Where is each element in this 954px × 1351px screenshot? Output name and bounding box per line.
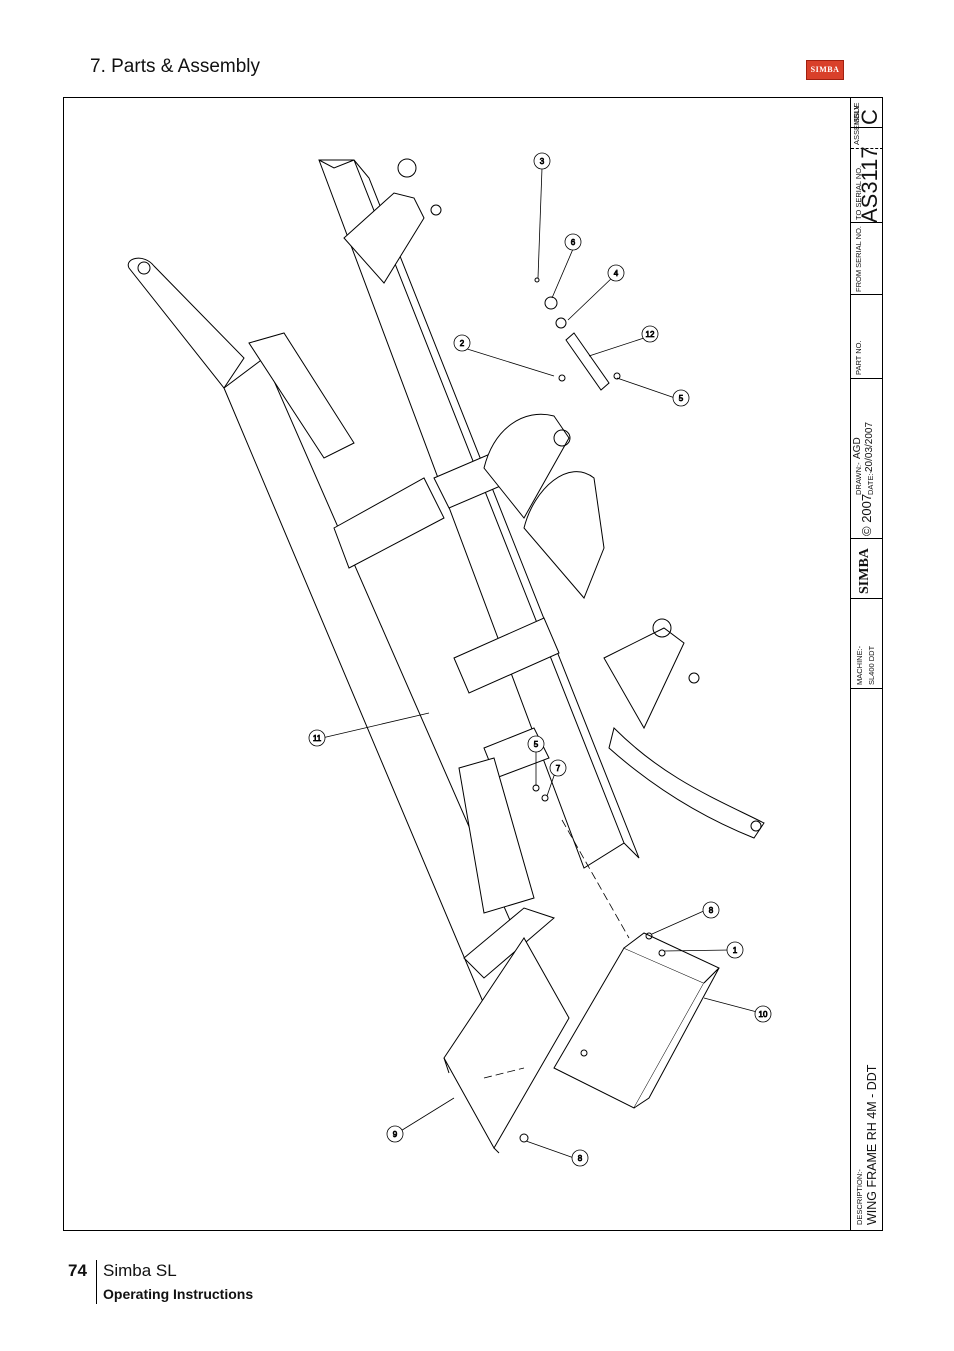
callout-4: 4	[607, 264, 625, 282]
callout-5-mid-label: 5	[534, 740, 539, 749]
part-no-label: PART NO.	[854, 340, 863, 375]
description-label: DESCRIPTION:-	[855, 1169, 864, 1225]
callout-9-label: 9	[393, 1130, 398, 1139]
callout-7: 8	[571, 1149, 589, 1167]
callout-12: 12	[641, 325, 659, 343]
callout-7-label: 8	[578, 1154, 583, 1163]
footer-divider	[96, 1260, 97, 1304]
callout-6-label: 6	[571, 238, 576, 247]
copyright: © 2007	[859, 493, 874, 536]
callout-8-low-label: 8	[709, 906, 714, 915]
footer-product: Simba SL	[103, 1261, 177, 1280]
callout-12-label: 12	[646, 330, 655, 339]
callout-9: 9	[386, 1125, 404, 1143]
callout-1-label: 1	[733, 946, 738, 955]
callout-5-mid: 5	[527, 735, 545, 753]
title-block-brand: SIMBA	[857, 548, 872, 594]
from-serial-label: FROM SERIAL NO.	[854, 226, 863, 292]
simba-logo: SIMBA	[806, 60, 844, 80]
footer-subtitle: Operating Instructions	[103, 1286, 254, 1302]
callout-6: 6	[564, 233, 582, 251]
parts-drawing: 3 6 4 12 2 5 11 5 7 8 1 10 9 8	[127, 152, 772, 1167]
date-label: DATE:-	[866, 470, 875, 495]
callout-8-low: 8	[702, 901, 720, 919]
drawing-frame: 3 6 4 12 2 5 11 5 7 8 1 10 9 8 DESCRIPTI…	[63, 97, 883, 1231]
machine-value: SL400 DDT	[867, 645, 876, 685]
callout-10: 10	[754, 1005, 772, 1023]
callout-4-label: 4	[614, 269, 619, 278]
callout-11-label: 11	[313, 734, 322, 743]
section-title: 7. Parts & Assembly	[90, 56, 261, 77]
issue-value: C	[857, 109, 882, 125]
assembly-number: AS3117	[857, 146, 882, 223]
callout-2-label: 2	[460, 339, 465, 348]
drawn-by: AGD	[852, 437, 863, 459]
callout-11: 11	[308, 729, 326, 747]
callout-8-mid-label: 7	[556, 764, 561, 773]
callout-10-label: 10	[759, 1010, 768, 1019]
callout-5-top-label: 5	[679, 394, 684, 403]
callout-5-top: 5	[672, 389, 690, 407]
date-value: 20/03/2007	[864, 421, 875, 472]
title-block: DESCRIPTION:- WING FRAME RH 4M - DDT MAC…	[850, 98, 883, 1230]
callout-3-label: 3	[540, 157, 545, 166]
callout-2: 2	[453, 334, 471, 352]
callout-1: 1	[726, 941, 744, 959]
callout-3: 3	[533, 152, 551, 170]
description-value: WING FRAME RH 4M - DDT	[865, 1064, 879, 1225]
machine-label: MACHINE:-	[855, 645, 864, 685]
drawn-label: DRAWN:-	[854, 462, 863, 495]
page-number: 74	[68, 1261, 87, 1280]
callout-8-mid: 7	[549, 759, 567, 777]
